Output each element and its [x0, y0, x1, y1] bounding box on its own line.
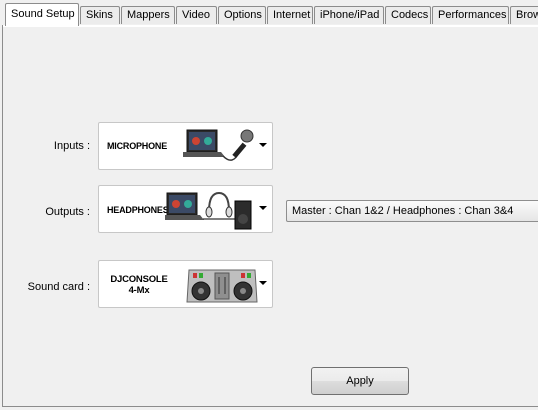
tab-mappers[interactable]: Mappers	[121, 6, 175, 24]
chevron-down-icon[interactable]	[259, 281, 267, 285]
apply-button[interactable]: Apply	[311, 367, 409, 395]
tab-options[interactable]: Options	[218, 6, 266, 24]
inputs-value: MICROPHONE	[107, 141, 168, 151]
tab-video[interactable]: Video	[176, 6, 217, 24]
soundcard-label: Sound card :	[27, 281, 90, 293]
inputs-dropdown[interactable]: MICROPHONE	[98, 122, 273, 170]
tab-browser[interactable]: Brow	[510, 6, 538, 24]
soundcard-value-line2: 4-Mx	[128, 285, 150, 296]
soundcard-dropdown[interactable]: DJCONSOLE 4-Mx	[98, 260, 273, 308]
laptop-microphone-icon	[183, 129, 254, 161]
soundcard-value-line1: DJCONSOLE	[110, 274, 168, 285]
panel-highlight	[3, 25, 538, 27]
inputs-label: Inputs :	[53, 140, 90, 152]
tab-skins[interactable]: Skins	[80, 6, 120, 24]
tab-iphone-ipad[interactable]: iPhone/iPad	[314, 6, 384, 24]
laptop-headphones-speaker-icon	[165, 191, 252, 230]
dj-controller-icon	[186, 269, 258, 303]
outputs-dropdown[interactable]: HEADPHONES	[98, 185, 273, 233]
chevron-down-icon[interactable]	[259, 143, 267, 147]
chevron-down-icon[interactable]	[259, 206, 267, 210]
soundcard-value: DJCONSOLE 4-Mx	[107, 274, 171, 296]
tab-bar: Sound Setup Skins Mappers Video Options …	[0, 0, 538, 26]
outputs-value: HEADPHONES	[107, 205, 169, 215]
outputs-label: Outputs :	[45, 206, 90, 218]
output-mode-select[interactable]: Master : Chan 1&2 / Headphones : Chan 3&…	[286, 200, 538, 222]
tab-internet[interactable]: Internet	[267, 6, 313, 24]
tab-codecs[interactable]: Codecs	[385, 6, 431, 24]
tab-sound-setup[interactable]: Sound Setup	[5, 3, 79, 26]
tab-performances[interactable]: Performances	[432, 6, 509, 24]
